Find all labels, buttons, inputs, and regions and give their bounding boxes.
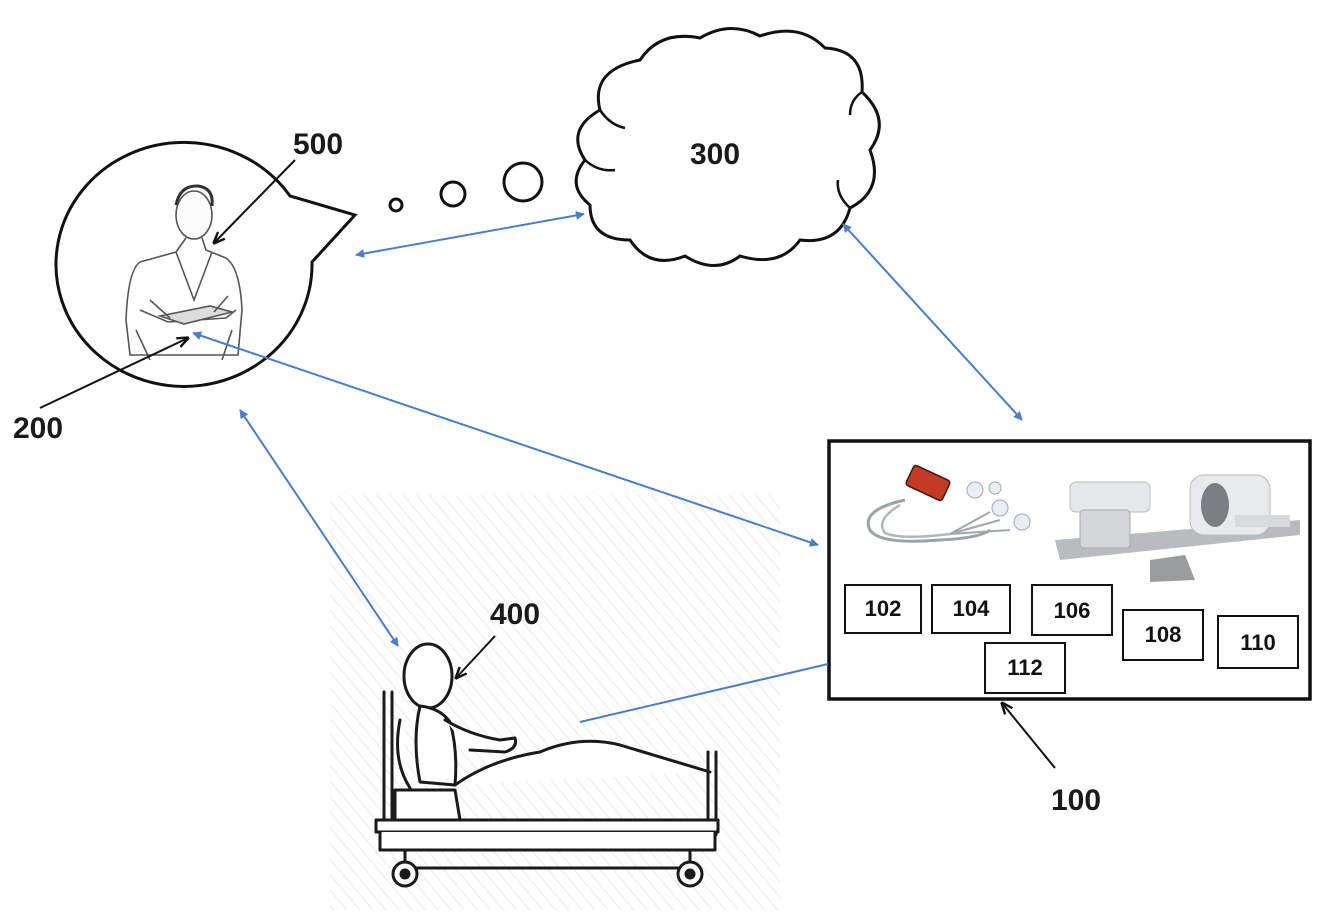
leader-100 xyxy=(1002,703,1056,769)
cloud-inner-curl-1 xyxy=(598,109,626,130)
label-400: 400 xyxy=(490,598,540,631)
cloud-inner-curl-2 xyxy=(584,159,616,172)
leader-400 xyxy=(456,635,496,678)
module-box: 102 xyxy=(844,584,922,634)
label-500: 500 xyxy=(293,128,343,161)
label-200: 200 xyxy=(13,412,63,445)
connectors xyxy=(192,211,1023,723)
module-boxes: 102 104 106 108 110 112 xyxy=(844,584,1299,694)
clinician-figure xyxy=(125,184,243,361)
label-100: 100 xyxy=(1051,784,1101,817)
module-box: 108 xyxy=(1122,609,1204,661)
imaging-scanner-illustration xyxy=(1055,474,1300,582)
patient-in-bed xyxy=(374,642,720,888)
module-box: 106 xyxy=(1031,584,1113,636)
leader-arrows xyxy=(39,159,1056,769)
module-box: 110 xyxy=(1217,615,1299,669)
module-label: 112 xyxy=(1007,655,1043,680)
label-300: 300 xyxy=(690,138,740,171)
ecg-electrodes-illustration xyxy=(866,464,1031,543)
clinician-cloud-connector xyxy=(355,211,585,258)
thought-dots xyxy=(388,161,544,213)
clinician-bubble xyxy=(54,140,358,388)
module-box: 112 xyxy=(984,642,1066,694)
module-label: 104 xyxy=(953,596,990,621)
device-system-connector xyxy=(192,331,819,547)
module-label: 110 xyxy=(1240,630,1276,655)
cloud-system-connector xyxy=(842,223,1023,421)
cloud-shape xyxy=(574,26,881,267)
module-box: 104 xyxy=(931,584,1011,634)
cloud-inner-curl-3 xyxy=(836,179,851,209)
module-label: 108 xyxy=(1145,622,1182,647)
patient-system-connector xyxy=(579,663,829,723)
clinician-patient-connector xyxy=(239,409,399,647)
leader-500 xyxy=(214,159,296,243)
module-label: 102 xyxy=(865,596,902,621)
cloud-inner-curl-4 xyxy=(848,90,863,116)
module-label: 106 xyxy=(1054,598,1091,623)
leader-200 xyxy=(39,338,188,409)
